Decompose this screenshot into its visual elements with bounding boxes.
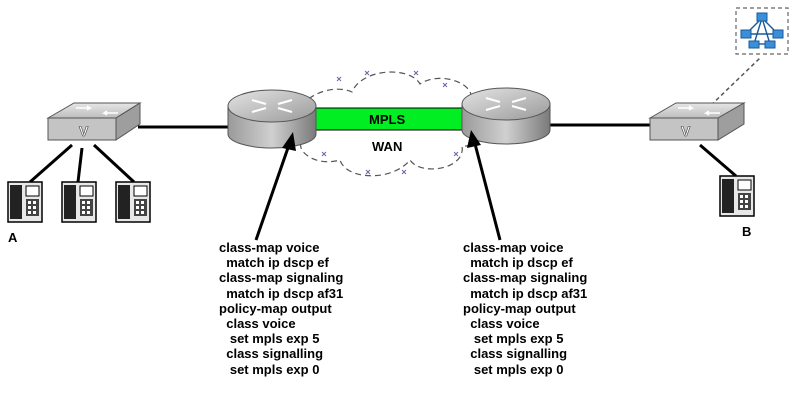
phone-icon: [7, 181, 43, 223]
config-line: match ip dscp ef: [463, 255, 573, 271]
link-right-switch-network: [705, 57, 761, 111]
right-config-block: class-map voice match ip dscp ef class-m…: [463, 240, 587, 377]
config-line: policy-map output: [463, 300, 576, 316]
link-switch-phone-2: [76, 147, 84, 183]
config-line: class signalling: [219, 346, 324, 362]
cloud-markers: [321, 70, 459, 175]
right-config-arrow: [467, 130, 502, 241]
endpoint-a-label: A: [8, 230, 18, 245]
config-line: class-map voice: [219, 240, 320, 255]
config-line: class voice: [219, 316, 296, 332]
config-line: set mpls exp 0: [463, 361, 564, 377]
phone-icon: [115, 181, 151, 223]
left-config-block: class-map voice match ip dscp ef class-m…: [219, 240, 343, 377]
left-switch: [46, 102, 142, 141]
config-line: class signalling: [463, 346, 568, 362]
config-line: set mpls exp 5: [219, 331, 320, 347]
config-line: class voice: [463, 316, 540, 332]
config-line: match ip dscp ef: [219, 255, 329, 271]
right-switch-glyph: V: [681, 123, 691, 139]
config-line: set mpls exp 0: [219, 361, 320, 377]
config-line: match ip dscp af31: [219, 285, 344, 301]
left-config-arrow: [254, 132, 296, 241]
phone-icon: [61, 181, 97, 223]
link-switch-phone-1: [29, 143, 73, 184]
config-line: class-map signaling: [463, 270, 588, 286]
right-switch: [648, 102, 746, 141]
mpls-label: MPLS: [369, 112, 406, 127]
network-cloud-icon: [735, 7, 789, 55]
left-router: [227, 89, 317, 149]
config-line: class-map signaling: [219, 270, 344, 286]
link-switch-phone-3: [92, 143, 136, 184]
phone-icon: [719, 175, 755, 217]
config-line: class-map voice: [463, 240, 564, 255]
link-right-switch-phone: [699, 143, 737, 178]
config-line: match ip dscp af31: [463, 285, 588, 301]
right-router: [461, 87, 551, 145]
left-switch-glyph: V: [79, 123, 89, 139]
config-line: set mpls exp 5: [463, 331, 564, 347]
endpoint-b-label: B: [742, 224, 752, 239]
config-line: policy-map output: [219, 300, 332, 316]
wan-label: WAN: [372, 139, 403, 154]
